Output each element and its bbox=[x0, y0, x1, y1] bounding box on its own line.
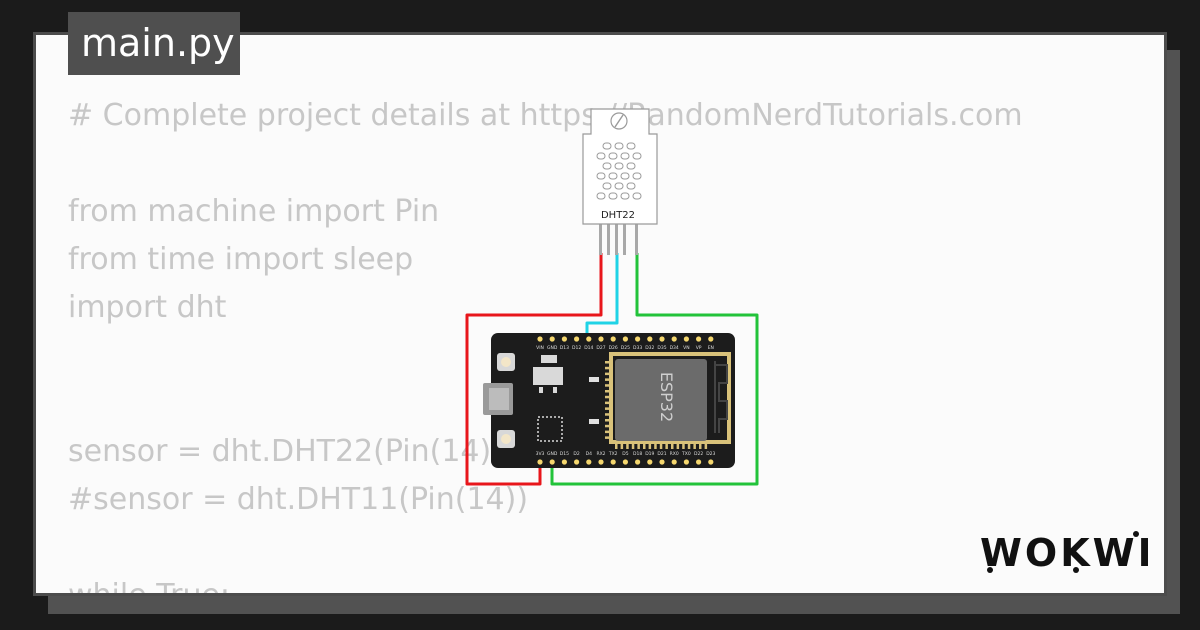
pin-bottom bbox=[671, 459, 677, 465]
pin-bottom bbox=[537, 459, 543, 465]
voltage-regulator bbox=[533, 367, 563, 385]
wokwi-logo: WOKWI bbox=[980, 531, 1148, 575]
pin-top bbox=[610, 336, 616, 342]
pin-top bbox=[671, 336, 677, 342]
pin-label-bottom: RX2 bbox=[596, 451, 605, 457]
pin-top bbox=[561, 336, 568, 342]
pin-top bbox=[683, 336, 690, 342]
pin-top bbox=[598, 336, 604, 342]
pin-bottom bbox=[561, 459, 568, 465]
pin-bottom bbox=[598, 459, 604, 465]
pin-label-top: D25 bbox=[621, 345, 630, 351]
sensor-label: DHT22 bbox=[601, 210, 635, 221]
pin-top bbox=[586, 336, 592, 342]
code-line: # Complete project details at https://Ra… bbox=[68, 98, 1023, 133]
pin-label-bottom: D21 bbox=[657, 451, 666, 457]
pin-label-bottom: D15 bbox=[560, 451, 569, 457]
pin-label-bottom: D18 bbox=[633, 451, 642, 457]
pin-label-top: D26 bbox=[609, 345, 618, 351]
pin-label-bottom: D5 bbox=[622, 451, 628, 457]
pin-label-bottom: TX0 bbox=[681, 451, 691, 457]
pin-top bbox=[622, 336, 629, 342]
pin-top bbox=[537, 336, 543, 342]
code-line: while True: bbox=[68, 578, 231, 596]
pin-label-top: D27 bbox=[596, 345, 605, 351]
pin-bottom bbox=[549, 459, 555, 465]
preview-card: # Complete project details at https://Ra… bbox=[33, 32, 1167, 596]
pin-label-top: D14 bbox=[584, 345, 593, 351]
code-line: #sensor = dht.DHT11(Pin(14)) bbox=[68, 482, 529, 517]
pin-label-bottom: D4 bbox=[586, 451, 592, 457]
pin-label-bottom: 3V3 bbox=[536, 451, 545, 457]
pin-label-top: D35 bbox=[657, 345, 666, 351]
pin-bottom bbox=[610, 459, 616, 465]
pin-top bbox=[647, 336, 653, 342]
pin-label-bottom: TX2 bbox=[608, 451, 618, 457]
code-listing: # Complete project details at https://Ra… bbox=[68, 92, 1023, 596]
pin-row-bottom bbox=[537, 459, 714, 465]
pin-bottom bbox=[659, 459, 665, 465]
pin-bottom bbox=[574, 459, 580, 465]
logo-text: WOKWI bbox=[980, 531, 1148, 575]
pin-bottom bbox=[586, 459, 592, 465]
pin-label-bottom: D2 bbox=[573, 451, 579, 457]
pin-top bbox=[635, 336, 641, 342]
pin-label-top: D33 bbox=[633, 345, 642, 351]
pin-label-top: D12 bbox=[572, 345, 581, 351]
code-line: from machine import Pin bbox=[68, 194, 440, 229]
pin-bottom bbox=[635, 459, 641, 465]
usb-chip bbox=[537, 416, 563, 442]
pin-top bbox=[659, 336, 665, 342]
esp32-shield bbox=[615, 359, 707, 441]
pin-label-bottom: RX0 bbox=[670, 451, 679, 457]
pin-bottom bbox=[647, 459, 653, 465]
pin-label-bottom: D23 bbox=[706, 451, 715, 457]
pin-bottom bbox=[683, 459, 690, 465]
pin-label-top: D13 bbox=[560, 345, 569, 351]
dht22-sensor[interactable]: DHT22 bbox=[582, 108, 658, 255]
code-line: import dht bbox=[68, 290, 227, 325]
code-line: from time import sleep bbox=[68, 242, 414, 277]
pin-bottom bbox=[708, 459, 714, 465]
file-name-tab[interactable]: main.py bbox=[68, 12, 240, 75]
pin-label-top: VIN bbox=[536, 345, 544, 351]
pin-top bbox=[696, 336, 702, 342]
pin-top bbox=[708, 336, 714, 342]
wire-power bbox=[465, 253, 603, 486]
pin-label-top: EN bbox=[708, 345, 714, 351]
pin-label-bottom: D22 bbox=[694, 451, 703, 457]
pin-label-bottom: GND bbox=[547, 451, 558, 457]
pin-top bbox=[549, 336, 555, 342]
code-line: sensor = dht.DHT22(Pin(14)) bbox=[68, 434, 503, 469]
pin-label-top: GND bbox=[547, 345, 558, 351]
board-label: ESP32 bbox=[657, 372, 676, 422]
pin-label-top: D32 bbox=[645, 345, 654, 351]
pin-bottom bbox=[622, 459, 629, 465]
pin-label-top: VP bbox=[696, 345, 702, 351]
pin-label-top: D34 bbox=[670, 345, 679, 351]
pin-label-bottom: D19 bbox=[645, 451, 654, 457]
pin-bottom bbox=[696, 459, 702, 465]
pin-label-top: VN bbox=[683, 345, 689, 351]
pin-row-top bbox=[537, 336, 714, 342]
wire-data bbox=[585, 253, 619, 341]
pin-top bbox=[574, 336, 580, 342]
wire-ground bbox=[550, 253, 759, 486]
